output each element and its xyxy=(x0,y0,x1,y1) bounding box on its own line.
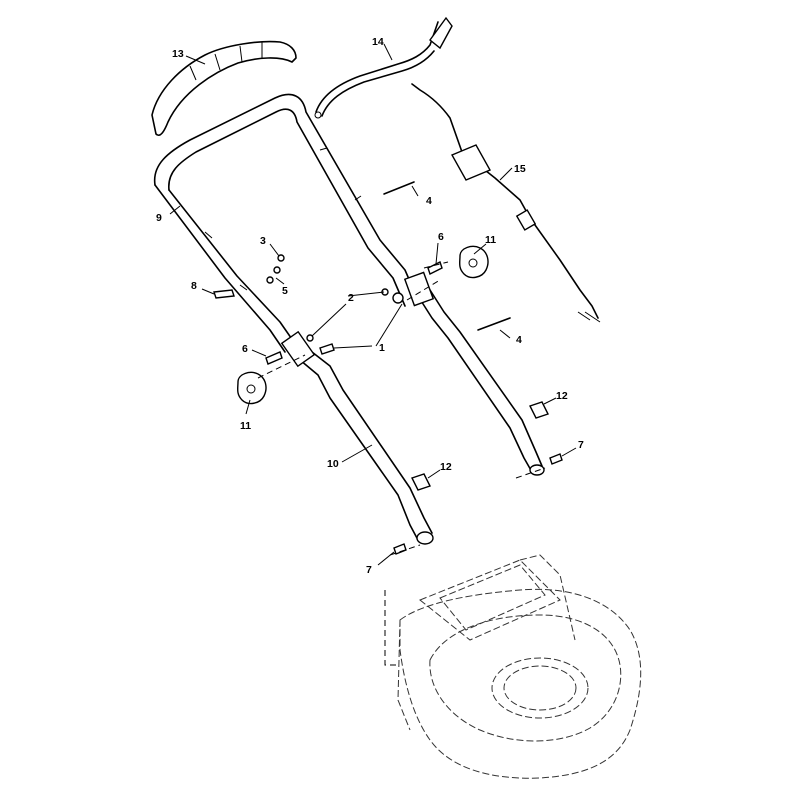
rod-part xyxy=(383,181,511,331)
callout-10: 10 xyxy=(327,458,339,470)
callout-4-lower: 4 xyxy=(516,334,522,346)
callout-11-left: 11 xyxy=(240,420,251,432)
callout-6-right: 6 xyxy=(438,231,444,243)
callout-6-left: 6 xyxy=(242,343,248,355)
callout-14: 14 xyxy=(372,36,384,48)
upper-handle-part xyxy=(153,93,419,353)
callout-7-lower: 7 xyxy=(366,564,372,576)
callout-4-upper: 4 xyxy=(426,195,432,207)
callout-12-lower: 12 xyxy=(440,461,452,473)
callout-8: 8 xyxy=(191,280,197,292)
leader-lines xyxy=(169,43,577,566)
callout-13: 13 xyxy=(172,48,184,60)
callout-15: 15 xyxy=(514,163,526,175)
grip-cover-part xyxy=(151,40,297,137)
mower-deck xyxy=(397,554,642,779)
assembly-lines xyxy=(257,261,546,666)
control-bail-part xyxy=(314,16,453,119)
callout-9: 9 xyxy=(156,212,162,224)
callout-labels: 13 14 9 4 15 11 6 3 5 8 2 1 6 4 11 10 12… xyxy=(156,36,584,576)
pivot-bolt-part xyxy=(393,453,563,555)
callout-5: 5 xyxy=(282,285,288,297)
callout-7-right: 7 xyxy=(578,439,584,451)
callout-2: 2 xyxy=(348,292,354,304)
shoulder-bolt-part xyxy=(411,401,549,491)
callout-3: 3 xyxy=(260,235,266,247)
lower-handle-part xyxy=(280,271,545,545)
nut-washer-part xyxy=(266,254,285,284)
handle-knob-part xyxy=(236,245,489,405)
pin-part xyxy=(213,289,235,299)
control-cable-part xyxy=(411,83,601,323)
carriage-bolt-part xyxy=(306,288,404,355)
callout-1: 1 xyxy=(379,342,385,354)
callout-12-upper: 12 xyxy=(556,390,568,402)
callout-11-right: 11 xyxy=(485,234,496,246)
